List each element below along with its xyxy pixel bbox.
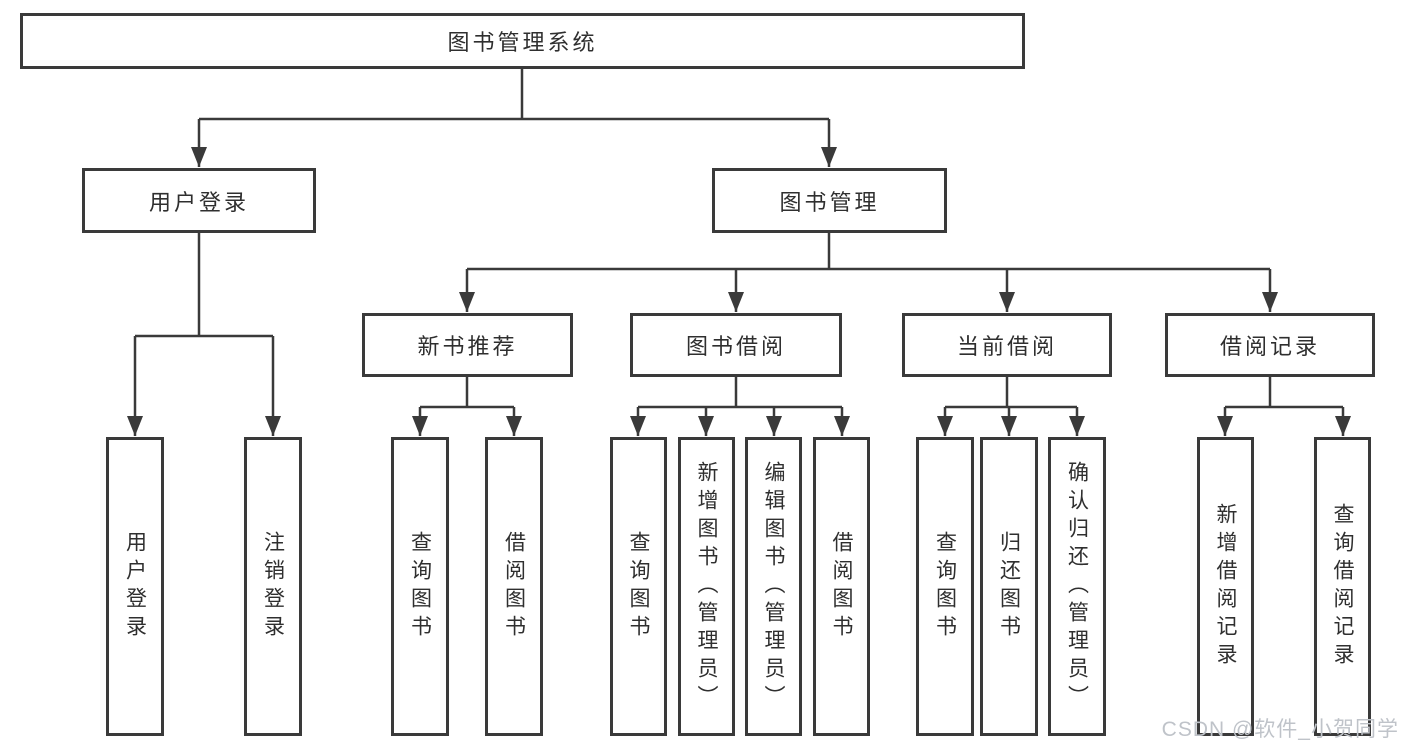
node-label: 新书推荐	[417, 334, 518, 359]
leaf-borrow-edit-books-admin: 编辑图书（管理员）	[745, 437, 802, 736]
leaf-user-login: 用户登录	[106, 437, 164, 736]
connector-current-borrow-split	[945, 377, 1077, 409]
node-new-book-recommend: 新书推荐	[362, 313, 573, 377]
node-label: 编辑图书（管理员）	[762, 460, 785, 713]
node-label: 当前借阅	[956, 334, 1057, 359]
node-label: 图书管理系统	[447, 30, 598, 55]
node-label: 新增借阅记录	[1214, 502, 1237, 671]
node-label: 借阅记录	[1219, 334, 1320, 359]
node-label: 借阅图书	[830, 530, 853, 643]
node-label: 查询图书	[627, 530, 650, 643]
leaf-records-add-record: 新增借阅记录	[1197, 437, 1254, 736]
node-label: 借阅图书	[502, 530, 526, 643]
leaf-current-confirm-return-admin: 确认归还（管理员）	[1048, 437, 1106, 736]
node-label: 用户登录	[148, 189, 249, 215]
node-label: 归还图书	[997, 530, 1021, 643]
node-book-management: 图书管理	[712, 168, 947, 233]
node-user-login: 用户登录	[82, 168, 316, 233]
node-label: 查询图书	[933, 530, 957, 643]
node-label: 用户登录	[123, 530, 147, 643]
node-borrow-records: 借阅记录	[1165, 313, 1375, 377]
node-label: 查询图书	[408, 530, 432, 643]
leaf-current-query-books: 查询图书	[916, 437, 974, 736]
leaf-borrow-query-books: 查询图书	[610, 437, 667, 736]
connector-book-borrow-split	[638, 377, 842, 409]
connector-root-split	[199, 69, 829, 121]
leaf-newbook-query-books: 查询图书	[391, 437, 449, 736]
connector-book-management-split	[467, 233, 1270, 271]
node-library-management-system: 图书管理系统	[20, 13, 1025, 69]
node-label: 图书借阅	[685, 334, 786, 359]
leaf-borrow-add-books-admin: 新增图书（管理员）	[678, 437, 735, 736]
connector-user-login-split	[135, 233, 273, 338]
leaf-logout: 注销登录	[244, 437, 302, 736]
node-label: 图书管理	[779, 189, 880, 215]
watermark: CSDN @软件_小贺同学	[1161, 718, 1399, 741]
node-book-borrow: 图书借阅	[630, 313, 842, 377]
leaf-current-return-books: 归还图书	[980, 437, 1038, 736]
node-label: 新增图书（管理员）	[695, 460, 718, 713]
connector-new-book-split	[420, 377, 514, 409]
leaf-records-query-record: 查询借阅记录	[1314, 437, 1371, 736]
node-current-borrow: 当前借阅	[902, 313, 1112, 377]
leaf-newbook-borrow-books: 借阅图书	[485, 437, 543, 736]
leaf-borrow-borrow-books: 借阅图书	[813, 437, 870, 736]
connector-records-split	[1225, 377, 1343, 409]
node-label: 确认归还（管理员）	[1065, 460, 1089, 713]
node-label: 注销登录	[261, 530, 285, 643]
node-label: 查询借阅记录	[1331, 502, 1354, 671]
